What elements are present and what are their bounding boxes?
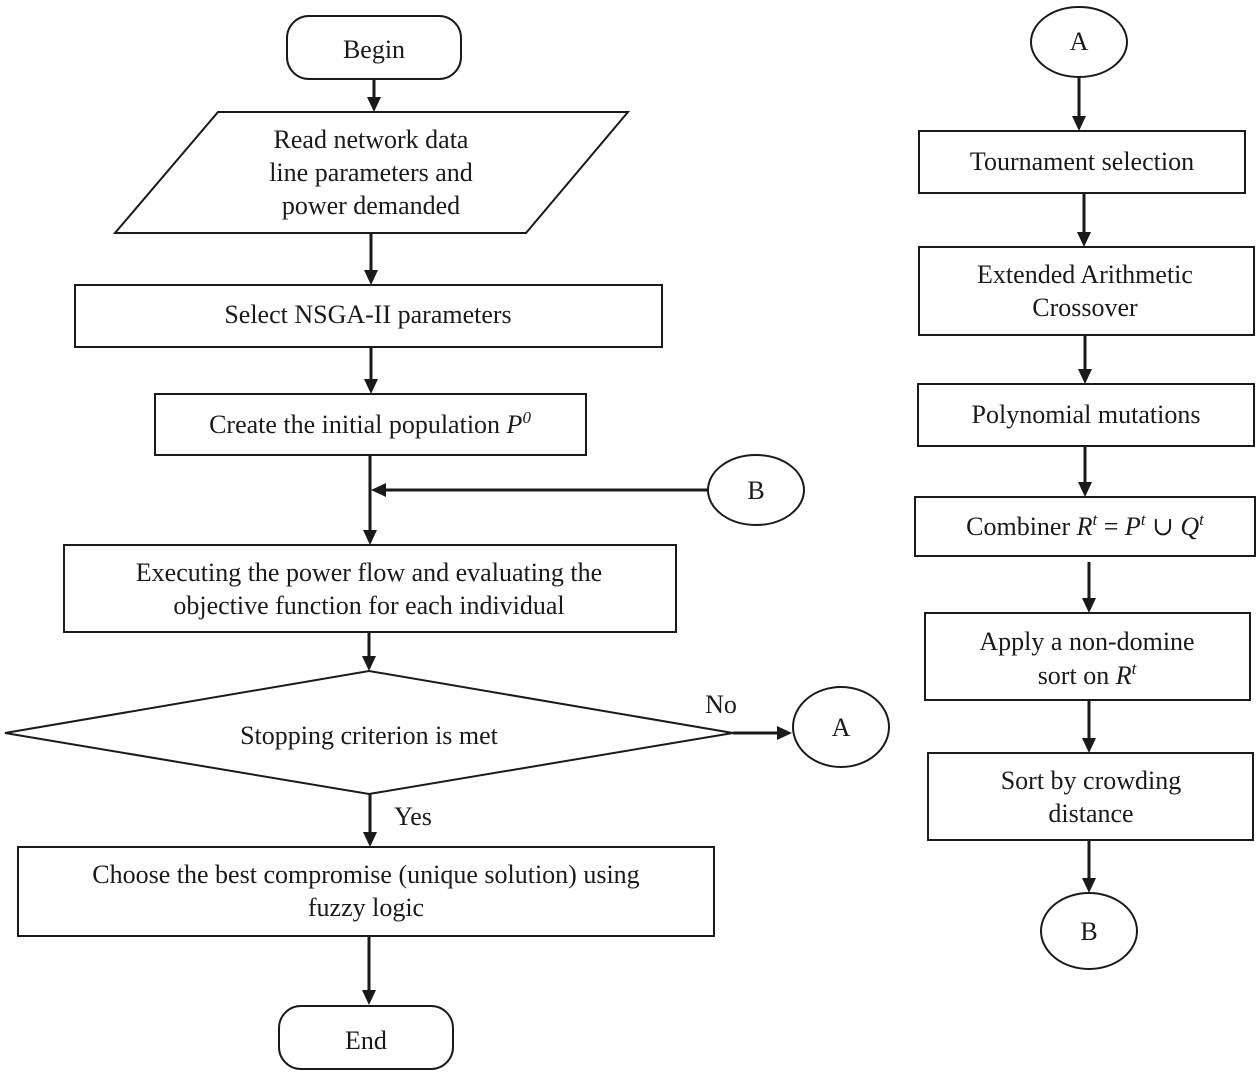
crowding-distance-box: Sort by crowding distance <box>927 752 1254 841</box>
crowding-line-2: distance <box>1048 799 1133 828</box>
stopping-criterion-label: Stopping criterion is met <box>240 721 499 750</box>
crowding-line-1: Sort by crowding <box>1001 766 1182 795</box>
arrow-select-to-create <box>364 347 378 394</box>
choose-best-line-2: fuzzy logic <box>308 893 424 922</box>
connector-a-right-label: A <box>1070 27 1089 56</box>
combiner-r-sup: t <box>1093 510 1099 529</box>
combiner-union: ∪ <box>1146 512 1181 541</box>
read-data-line-2: line parameters and <box>269 158 473 187</box>
end-label: End <box>345 1026 387 1055</box>
nondom-r-symbol: R <box>1115 661 1132 690</box>
nondom-r-sup: t <box>1132 659 1138 678</box>
crossover-box: Extended Arithmetic Crossover <box>918 246 1255 336</box>
arrow-choose-to-end <box>362 936 376 1005</box>
mutation-label: Polynomial mutations <box>972 400 1201 429</box>
arrow-b-to-main <box>371 483 708 497</box>
crossover-line-2: Crossover <box>1032 293 1138 322</box>
combiner-label: Combiner Rt = Pt ∪ Qt <box>966 510 1205 541</box>
arrow-create-to-execute <box>363 455 377 545</box>
create-population-label: Create the initial population P0 <box>209 408 531 439</box>
connector-a-right: A <box>1030 6 1128 78</box>
begin-terminator: Begin <box>286 15 462 80</box>
nondom-sort-line-2: sort on Rt <box>1038 659 1138 690</box>
arrow-crowding-to-b <box>1082 840 1096 893</box>
arrow-mutation-to-combiner <box>1078 446 1092 497</box>
crossover-line-1: Extended Arithmetic <box>977 260 1193 289</box>
connector-a-left-label: A <box>832 713 851 742</box>
begin-label: Begin <box>343 35 405 64</box>
combiner-r-symbol: R <box>1076 512 1093 541</box>
combiner-p-sup: t <box>1141 510 1147 529</box>
arrow-sort-to-crowding <box>1082 700 1096 753</box>
tournament-selection-label: Tournament selection <box>970 147 1194 176</box>
combiner-p-symbol: P <box>1124 512 1141 541</box>
no-label: No <box>705 690 737 719</box>
combiner-text: Combiner <box>966 512 1077 541</box>
choose-best-box: Choose the best compromise (unique solut… <box>17 846 715 937</box>
arrow-execute-to-decision <box>362 632 376 671</box>
combiner-equals: = <box>1097 512 1125 541</box>
execute-power-flow-box: Executing the power flow and evaluating … <box>63 544 677 633</box>
execute-line-2: objective function for each individual <box>173 591 564 620</box>
nondom-sort-line-1: Apply a non-domine <box>979 627 1194 656</box>
arrow-begin-to-read <box>367 79 381 112</box>
read-data-line-3: power demanded <box>282 191 460 220</box>
stopping-criterion-decision: Stopping criterion is met <box>4 669 734 796</box>
connector-b-left-label: B <box>747 476 764 505</box>
connector-a-left: A <box>792 686 890 768</box>
combiner-box: Combiner Rt = Pt ∪ Qt <box>914 496 1256 557</box>
connector-b-right-label: B <box>1080 917 1097 946</box>
select-params-box: Select NSGA-II parameters <box>74 284 663 348</box>
arrow-yes-to-choose <box>363 794 377 847</box>
population-symbol: P <box>506 410 523 439</box>
connector-b-right: B <box>1040 892 1138 970</box>
tournament-selection-box: Tournament selection <box>918 130 1246 194</box>
create-population-text: Create the initial population <box>209 410 506 439</box>
arrow-a-to-tournament <box>1072 77 1086 131</box>
arrow-read-to-select <box>364 233 378 285</box>
population-superscript: 0 <box>522 408 531 427</box>
nondominated-sort-box: Apply a non-domine sort on Rt <box>924 612 1251 701</box>
arrow-tournament-to-crossover <box>1077 193 1091 247</box>
read-data-line-1: Read network data <box>274 125 469 154</box>
execute-line-1: Executing the power flow and evaluating … <box>136 558 602 587</box>
select-params-label: Select NSGA-II parameters <box>224 300 511 329</box>
choose-best-line-1: Choose the best compromise (unique solut… <box>92 860 639 889</box>
arrow-combiner-to-sort <box>1082 562 1096 613</box>
read-data-input: Read network data line parameters and po… <box>112 111 631 234</box>
end-terminator: End <box>278 1005 454 1070</box>
arrow-no-to-a <box>733 726 792 740</box>
arrow-crossover-to-mutation <box>1078 335 1092 384</box>
mutation-box: Polynomial mutations <box>917 383 1255 447</box>
nondom-sort-text: sort on <box>1038 661 1116 690</box>
yes-label: Yes <box>394 802 432 831</box>
combiner-q-sup: t <box>1199 510 1205 529</box>
create-population-box: Create the initial population P0 <box>154 393 587 456</box>
connector-b-left: B <box>707 454 805 526</box>
combiner-q-symbol: Q <box>1180 512 1199 541</box>
